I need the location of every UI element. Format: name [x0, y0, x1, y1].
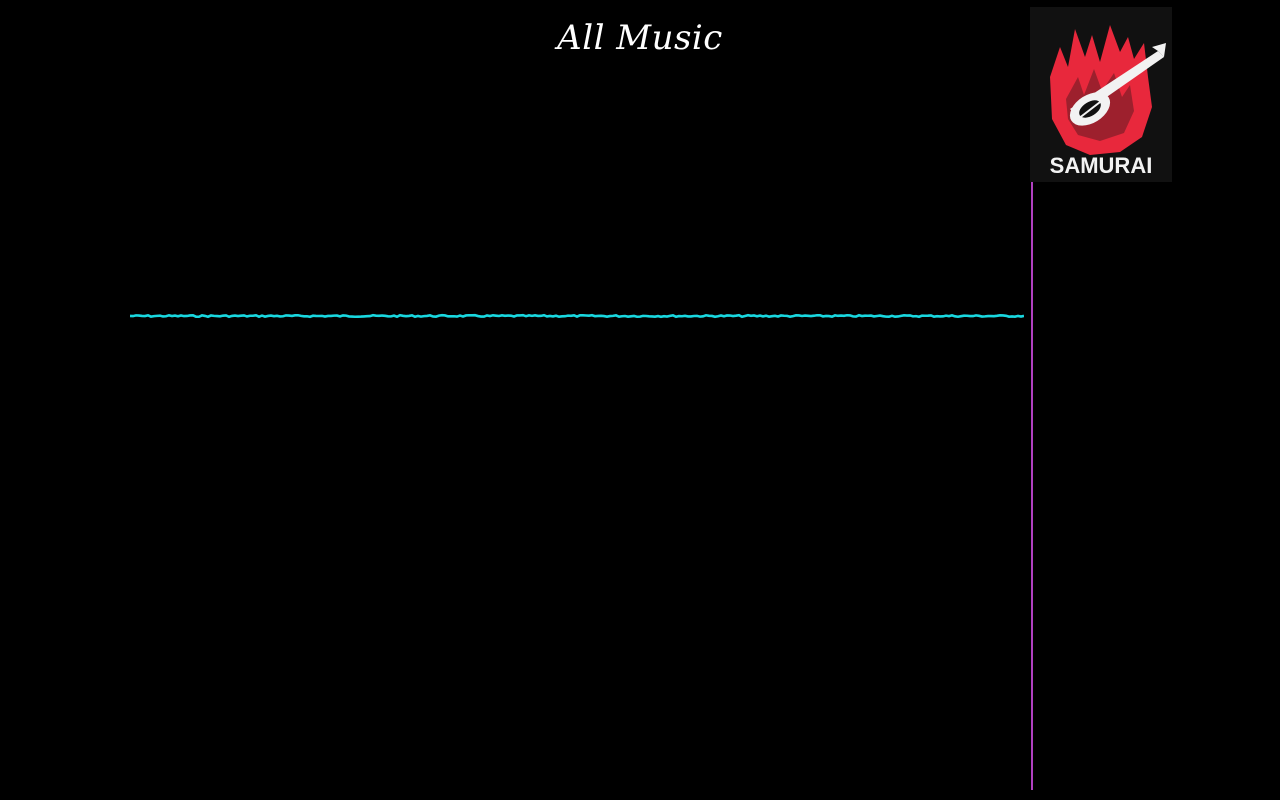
waveform-line-icon [130, 313, 1024, 319]
audio-visualizer [130, 306, 1024, 326]
page-title: All Music [557, 18, 723, 58]
album-art[interactable]: SAMURAI [1030, 7, 1172, 182]
waveform-trace [130, 313, 1024, 319]
panel-divider [1031, 182, 1033, 790]
samurai-logo-icon: SAMURAI [1030, 7, 1172, 182]
album-brand-text: SAMURAI [1050, 153, 1153, 178]
